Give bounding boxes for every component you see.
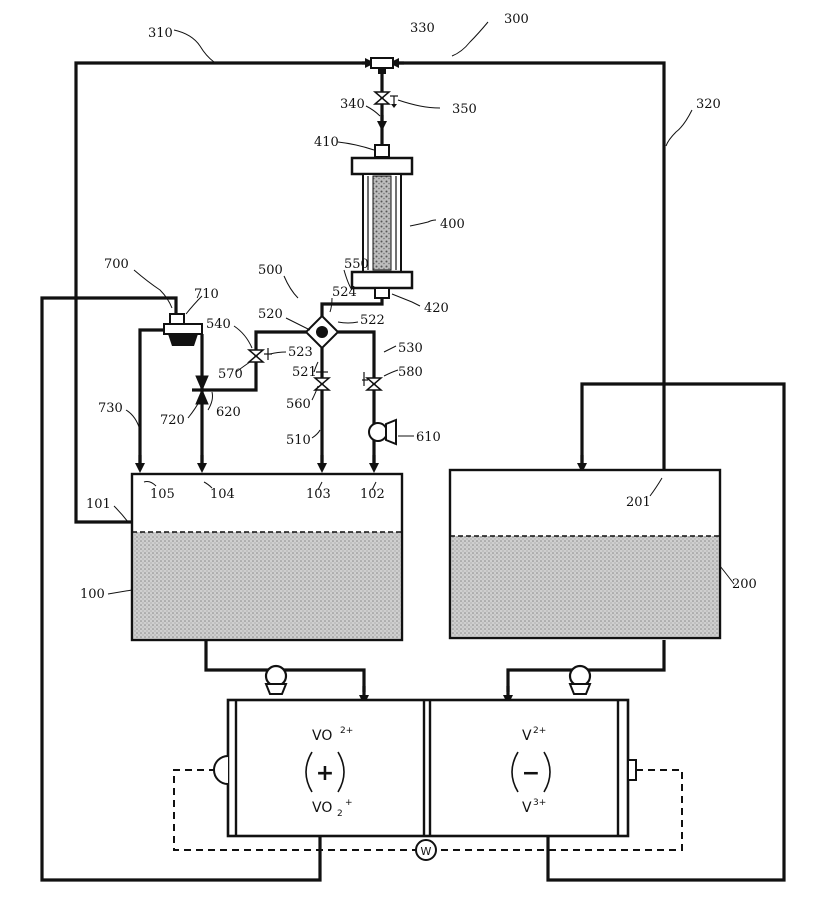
negative-sign: −	[522, 761, 540, 786]
wattmeter-label: W	[421, 845, 432, 858]
valve-350	[375, 92, 398, 108]
label-340: 340	[340, 97, 365, 112]
label-610: 610	[416, 430, 441, 445]
pipe-530	[338, 332, 374, 464]
pump-610	[369, 420, 396, 444]
label-310: 310	[148, 26, 173, 41]
label-201: 201	[626, 495, 651, 510]
electrode-negative	[628, 760, 636, 780]
pipe-730	[140, 330, 164, 464]
label-523: 523	[288, 345, 313, 360]
label-550: 550	[344, 257, 369, 272]
pump-positive	[266, 666, 286, 694]
label-510: 510	[286, 433, 311, 448]
label-100: 100	[80, 587, 105, 602]
label-102: 102	[360, 487, 385, 502]
label-520: 520	[258, 307, 283, 322]
label-580: 580	[398, 365, 423, 380]
label-500: 500	[258, 263, 283, 278]
label-700: 700	[104, 257, 129, 272]
label-350: 350	[452, 102, 477, 117]
label-200: 200	[732, 577, 757, 592]
label-410: 410	[314, 135, 339, 150]
valve-580	[362, 372, 381, 390]
label-320: 320	[696, 97, 721, 112]
negative-top-species: V	[522, 728, 532, 744]
positive-top-species: VO	[312, 728, 332, 744]
connector-420	[375, 288, 389, 298]
positive-top-charge: 2+	[340, 726, 353, 736]
label-730: 730	[98, 401, 123, 416]
label-570: 570	[218, 367, 243, 382]
separator-710	[164, 314, 202, 346]
negative-top-charge: 2+	[533, 726, 546, 736]
gas-loop-310-320	[76, 63, 664, 522]
label-400: 400	[440, 217, 465, 232]
label-330: 330	[410, 21, 435, 36]
label-720: 720	[160, 413, 185, 428]
label-540: 540	[206, 317, 231, 332]
electrode-positive	[214, 756, 228, 784]
negative-bottom-species: V	[522, 800, 532, 816]
label-620: 620	[216, 405, 241, 420]
cell-stack	[228, 700, 628, 836]
label-420: 420	[424, 301, 449, 316]
positive-bottom-species: VO	[312, 800, 332, 816]
pump-negative	[570, 666, 590, 694]
label-104: 104	[210, 487, 235, 502]
positive-bottom-subscript: 2	[337, 809, 343, 819]
connector-410	[375, 145, 389, 157]
label-105: 105	[150, 487, 175, 502]
positive-bottom-charge: +	[345, 798, 353, 808]
tank-200	[450, 470, 720, 638]
label-101: 101	[86, 497, 111, 512]
label-522: 522	[360, 313, 385, 328]
label-710: 710	[194, 287, 219, 302]
label-560: 560	[286, 397, 311, 412]
four-way-valve-520	[306, 316, 338, 348]
label-300: 300	[504, 12, 529, 27]
label-524: 524	[332, 285, 357, 300]
label-103: 103	[306, 487, 331, 502]
tee-connector-330	[371, 58, 393, 74]
label-521: 521	[292, 365, 317, 380]
negative-bottom-charge: 3+	[533, 798, 546, 808]
valve-570	[249, 348, 272, 362]
label-530: 530	[398, 341, 423, 356]
positive-sign: +	[316, 761, 334, 786]
